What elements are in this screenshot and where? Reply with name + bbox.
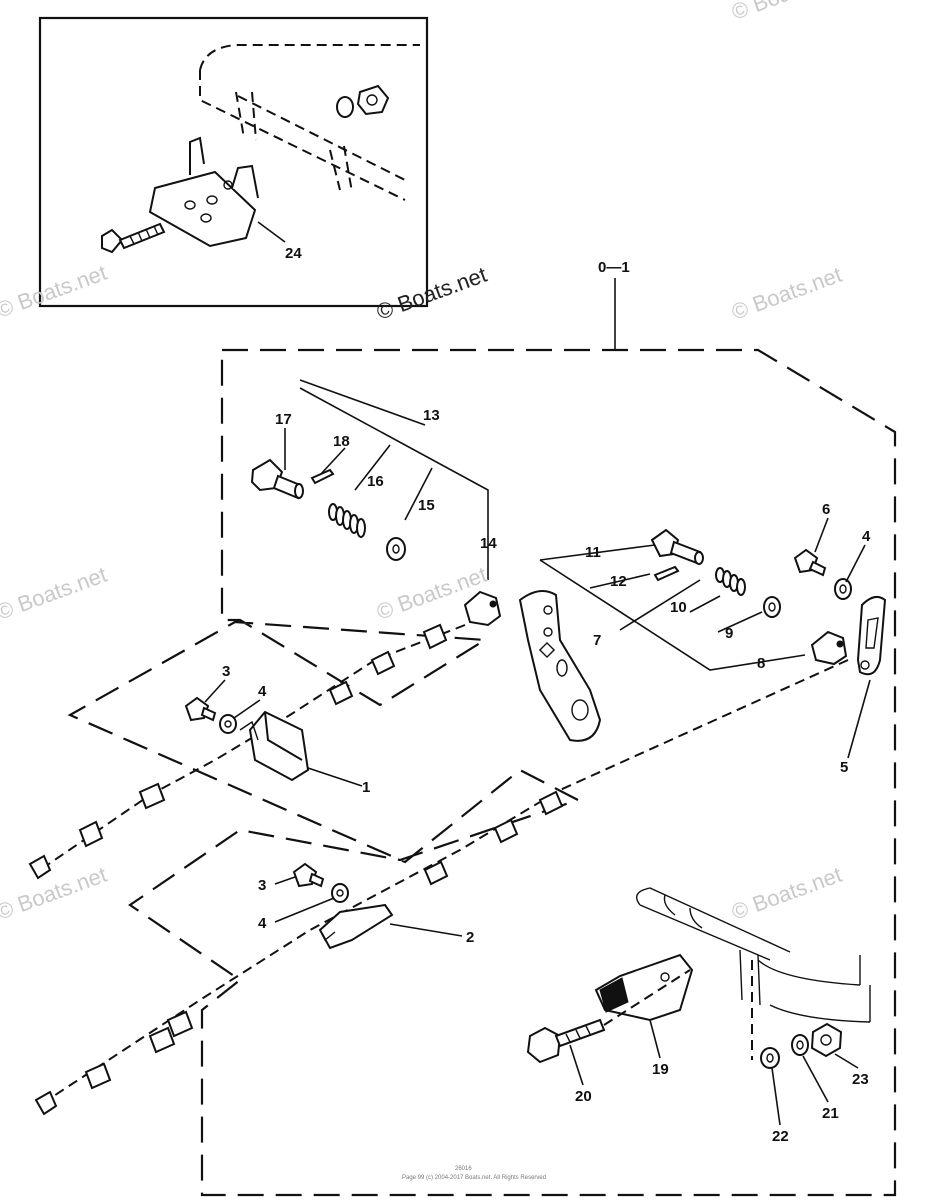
part-4-washer-lower xyxy=(331,883,349,903)
watermark: © Boats.net xyxy=(728,0,845,25)
part-20-bolt xyxy=(526,1018,606,1064)
label-7: 7 xyxy=(593,632,601,649)
inset-frame xyxy=(38,16,429,308)
watermark: © Boats.net xyxy=(0,260,110,323)
watermark: © Boats.net xyxy=(728,262,845,325)
part-4-washer-right xyxy=(834,578,852,600)
part-17-bolt xyxy=(250,458,304,500)
label-18: 18 xyxy=(333,433,350,450)
part-3-screw-lower xyxy=(292,862,325,888)
label-3-lower: 3 xyxy=(258,877,266,894)
tiller-handle-lower xyxy=(636,887,871,1023)
watermark: © Boats.net xyxy=(728,862,845,925)
footer-code: 26016 xyxy=(455,1166,472,1172)
label-10: 10 xyxy=(670,599,687,616)
part-16-spring xyxy=(328,503,366,538)
label-6: 6 xyxy=(822,501,830,518)
label-16: 16 xyxy=(367,473,384,490)
label-2: 2 xyxy=(466,929,474,946)
label-24: 24 xyxy=(285,245,302,262)
label-9: 9 xyxy=(725,625,733,642)
part-4-washer-upper xyxy=(219,714,237,734)
label-4-upper: 4 xyxy=(258,683,267,700)
label-5: 5 xyxy=(840,759,848,776)
watermark: © Boats.net xyxy=(0,562,110,625)
label-1: 1 xyxy=(362,779,370,796)
part-10-spring xyxy=(715,567,746,596)
part-18-pin xyxy=(310,468,335,485)
label-12: 12 xyxy=(610,573,627,590)
part-2-bracket xyxy=(318,903,394,950)
watermark-dark: © Boats.net xyxy=(373,262,490,325)
label-14: 14 xyxy=(480,535,497,552)
part-15-washer xyxy=(386,537,406,561)
inset-nut-washer xyxy=(336,84,390,118)
label-3-upper: 3 xyxy=(222,663,230,680)
part-6-screw xyxy=(793,548,827,577)
kit-boundary xyxy=(67,348,897,1197)
part-3-screw-upper xyxy=(184,696,217,722)
label-4-lower: 4 xyxy=(258,915,267,932)
part-22-washer xyxy=(760,1047,780,1069)
part-1-bracket xyxy=(239,710,310,782)
label-15: 15 xyxy=(418,497,435,514)
inset-bracket xyxy=(148,136,259,248)
label-20: 20 xyxy=(575,1088,592,1105)
watermark: © Boats.net xyxy=(0,862,110,925)
part-12-pin xyxy=(653,565,680,582)
label-kit: 0—1 xyxy=(598,259,630,276)
label-17: 17 xyxy=(275,411,292,428)
label-4-right: 4 xyxy=(862,528,871,545)
part-19-bracket xyxy=(594,953,694,1022)
upper-cable-fittings xyxy=(28,623,448,880)
label-23: 23 xyxy=(852,1071,869,1088)
lower-cable-fittings xyxy=(34,790,564,1116)
part-8-cable-end xyxy=(810,630,848,666)
part-9-washer xyxy=(763,596,781,618)
part-14-cable-end xyxy=(463,590,502,627)
part-11-bolt xyxy=(650,528,704,565)
footer-copyright: Page 99 (c) 2004-2017 Boats.net. All Rig… xyxy=(402,1175,546,1181)
label-22: 22 xyxy=(772,1128,789,1145)
part-23-nut xyxy=(810,1022,843,1058)
part-21-lockwasher xyxy=(791,1034,809,1056)
label-13: 13 xyxy=(423,407,440,424)
throttle-lever xyxy=(518,590,602,742)
label-8: 8 xyxy=(757,655,765,672)
inset-handle-rail xyxy=(199,44,420,201)
label-11: 11 xyxy=(585,544,601,561)
label-21: 21 xyxy=(822,1105,839,1122)
inset-bolt xyxy=(101,222,166,254)
label-19: 19 xyxy=(652,1061,669,1078)
part-5-link xyxy=(856,595,887,676)
